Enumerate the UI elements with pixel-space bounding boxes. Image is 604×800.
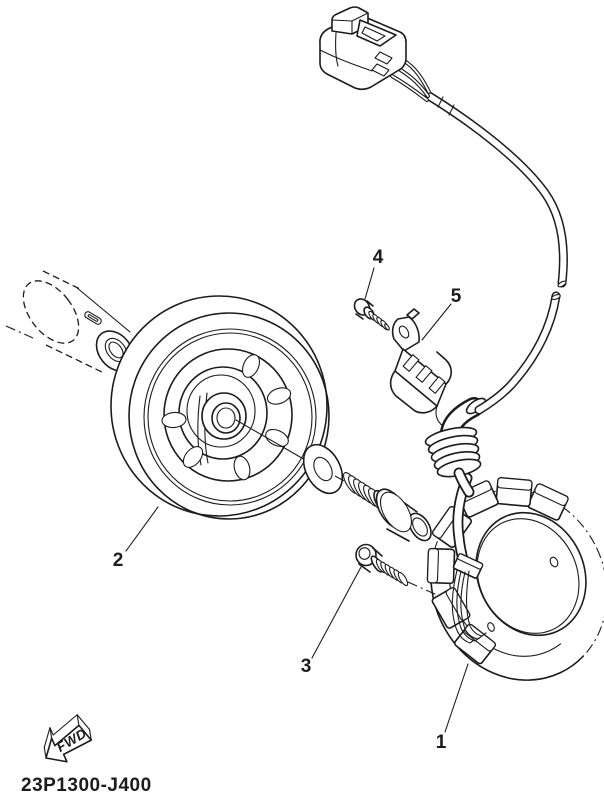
flywheel-bosses <box>161 354 292 481</box>
stator-bolt <box>355 543 438 596</box>
holder-bolt <box>353 298 390 331</box>
callout-3: 3 <box>301 656 312 677</box>
stator-coils <box>426 477 569 665</box>
stator-assembly <box>426 472 604 681</box>
rotor-center-bolt <box>343 471 432 542</box>
harness-cable <box>424 91 568 415</box>
electrical-connector <box>319 6 431 102</box>
part-code: 23P1300-J400 <box>21 775 152 796</box>
callout-4: 4 <box>373 247 384 268</box>
callout-1: 1 <box>436 732 447 753</box>
flywheel-rotor <box>110 295 330 520</box>
keyway-slot <box>84 311 102 325</box>
harness-grommet <box>424 397 487 498</box>
callout-leaders <box>125 267 469 733</box>
callout-5: 5 <box>451 286 462 307</box>
washer <box>302 443 349 495</box>
wire-holder <box>389 308 453 414</box>
stator-lead-wires <box>451 569 487 644</box>
fwd-arrow-icon: FWD <box>43 714 93 763</box>
callout-2: 2 <box>113 550 124 571</box>
